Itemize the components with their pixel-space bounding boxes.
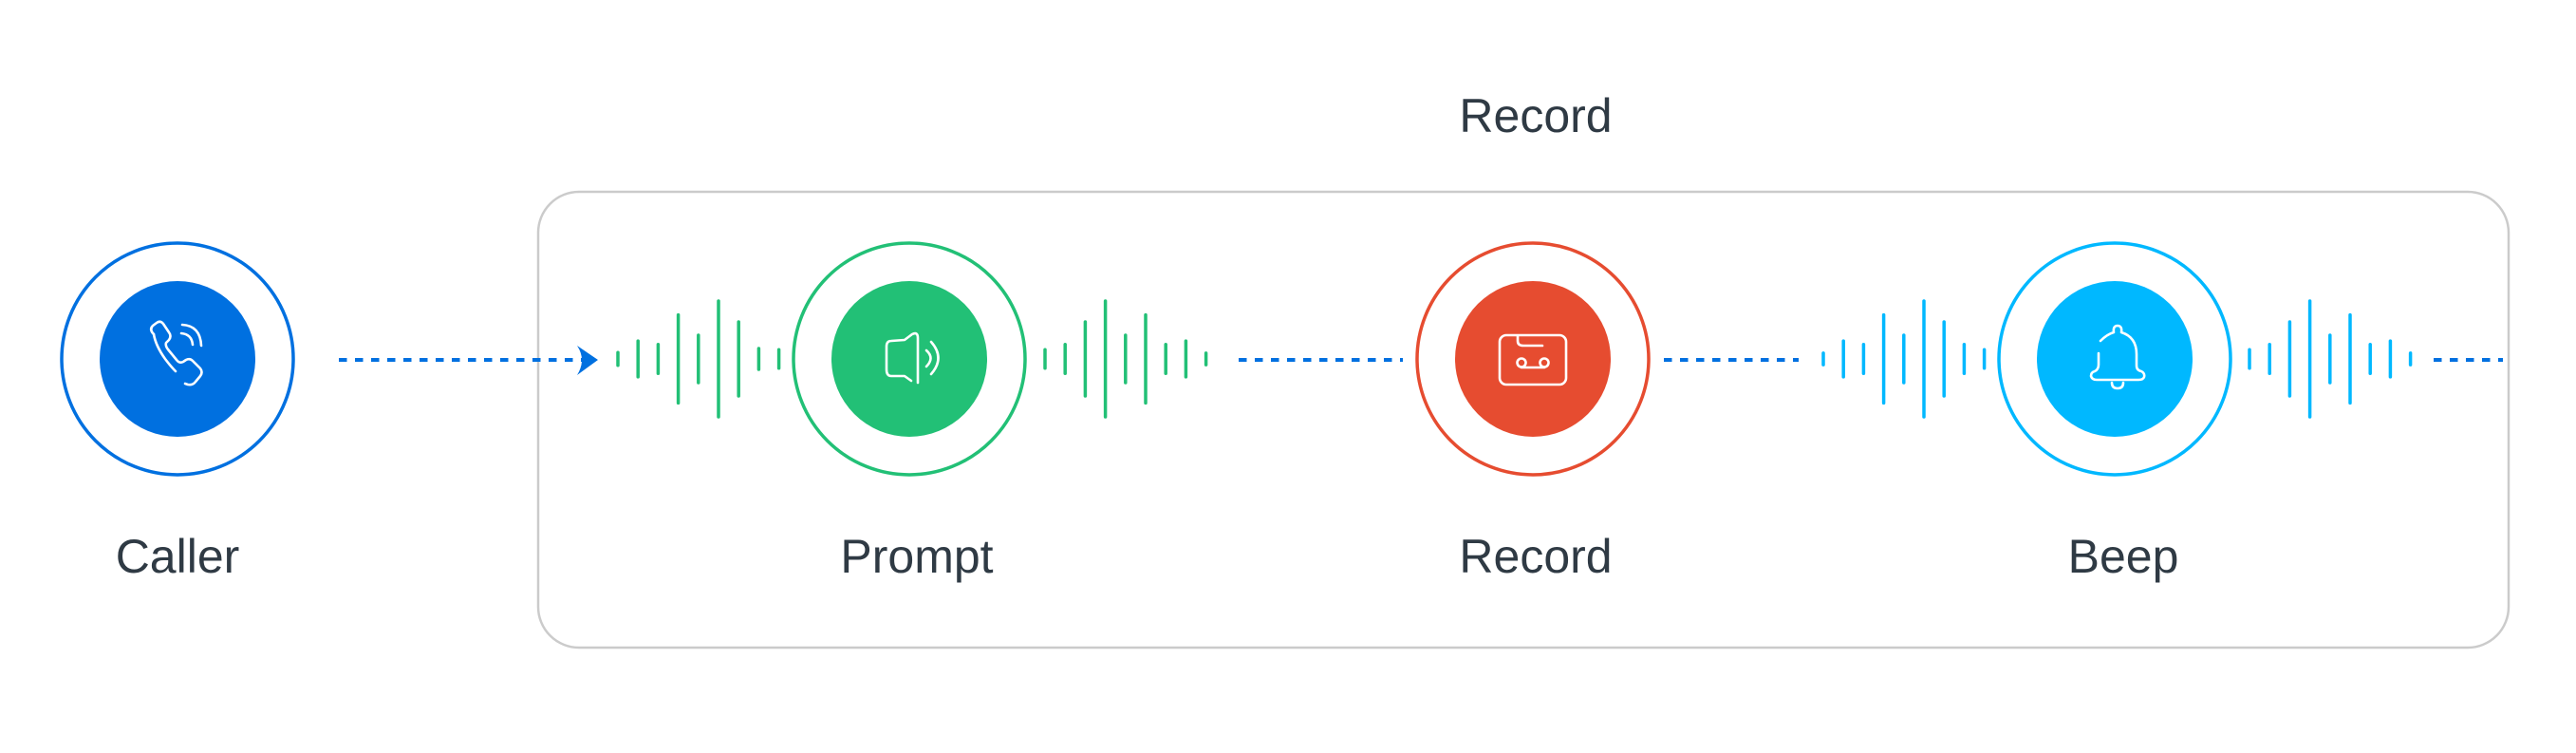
record-group-box	[536, 190, 2511, 649]
speaker-volume-icon	[885, 331, 940, 385]
bell-icon	[2089, 324, 2146, 390]
prompt-label: Prompt	[840, 530, 993, 583]
node-prompt[interactable]: Prompt	[792, 241, 1027, 583]
prompt-inner-circle	[831, 281, 987, 437]
arrow-head-icon	[577, 346, 598, 375]
beep-inner-circle	[2037, 281, 2193, 437]
beep-label: Beep	[2068, 530, 2179, 583]
node-caller[interactable]: Caller	[60, 241, 295, 583]
waveform-beep-right	[2248, 299, 2413, 419]
node-record[interactable]: Record	[1415, 241, 1651, 583]
caller-inner-circle	[100, 281, 255, 437]
caller-label: Caller	[116, 530, 240, 583]
waveform-prompt-right	[1043, 299, 1208, 419]
phone-ringing-icon	[149, 320, 203, 386]
record-label: Record	[1459, 530, 1612, 583]
cassette-tape-icon	[1498, 333, 1568, 386]
edges	[339, 346, 2503, 375]
node-beep[interactable]: Beep	[1997, 241, 2232, 583]
record-inner-circle	[1455, 281, 1611, 437]
diagram-title: Record	[1459, 89, 1612, 142]
waveform-beep-left	[1821, 299, 1987, 419]
waveform-prompt-left	[616, 299, 781, 419]
